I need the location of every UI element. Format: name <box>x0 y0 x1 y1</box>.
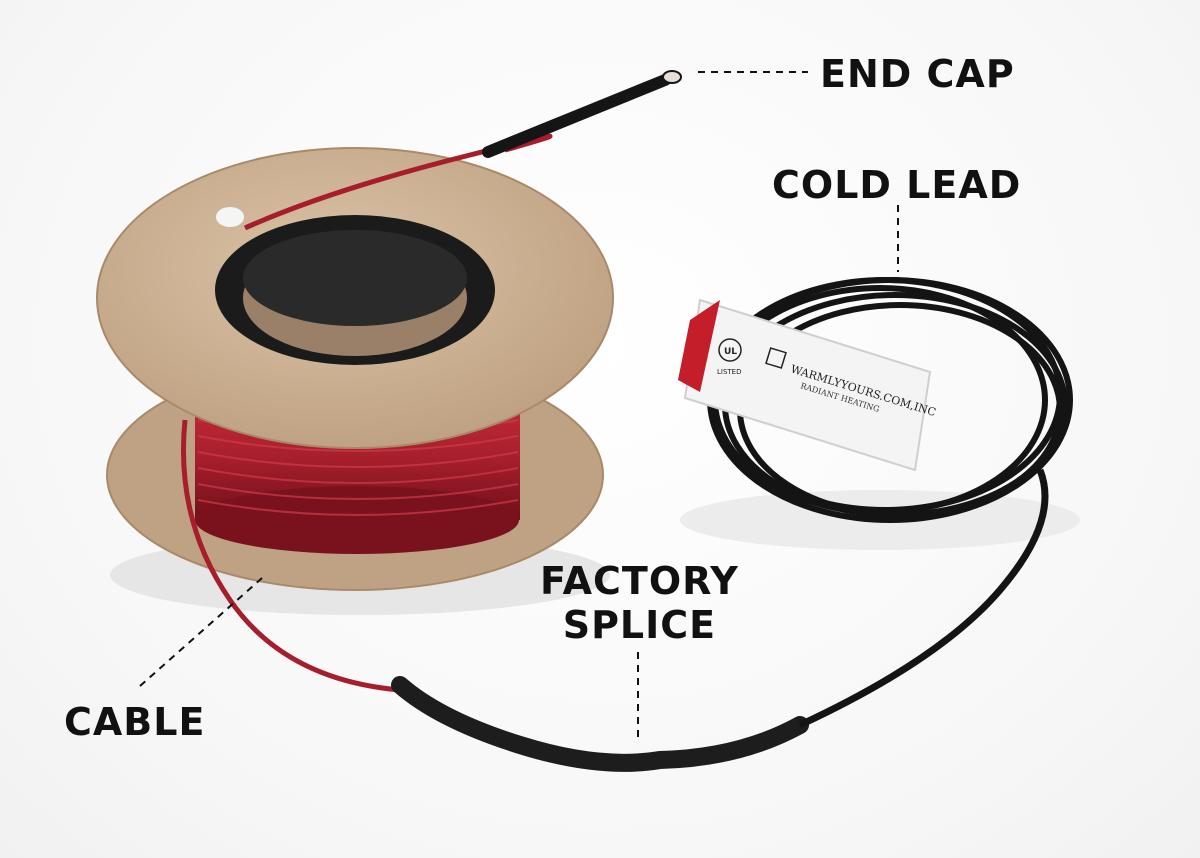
ul-mark <box>718 338 742 362</box>
cold-lead-label: COLD LEAD <box>772 163 1022 207</box>
end-cap-sleeve <box>482 74 671 158</box>
cable-to-end-cap <box>243 133 553 231</box>
cable-lead <box>180 419 401 693</box>
callout-leaders <box>139 71 899 742</box>
ul-listed-text: LISTED <box>717 368 742 376</box>
spool-hole <box>216 207 244 227</box>
cold-lead-cable <box>798 468 1049 729</box>
cable-label: CABLE <box>64 700 206 744</box>
end-cap-tip <box>662 70 682 84</box>
ul-mark-text: UL <box>724 347 737 357</box>
end-cap-label: END CAP <box>820 52 1015 96</box>
factory-splice-label: FACTORY SPLICE <box>540 559 739 647</box>
brand-logo <box>765 347 787 369</box>
product-tag: UL LISTED WARMLYYOURS.COM,INC RADIANT HE… <box>678 298 937 472</box>
cable-leader <box>139 577 263 687</box>
factory-splice-sleeve <box>391 676 809 772</box>
